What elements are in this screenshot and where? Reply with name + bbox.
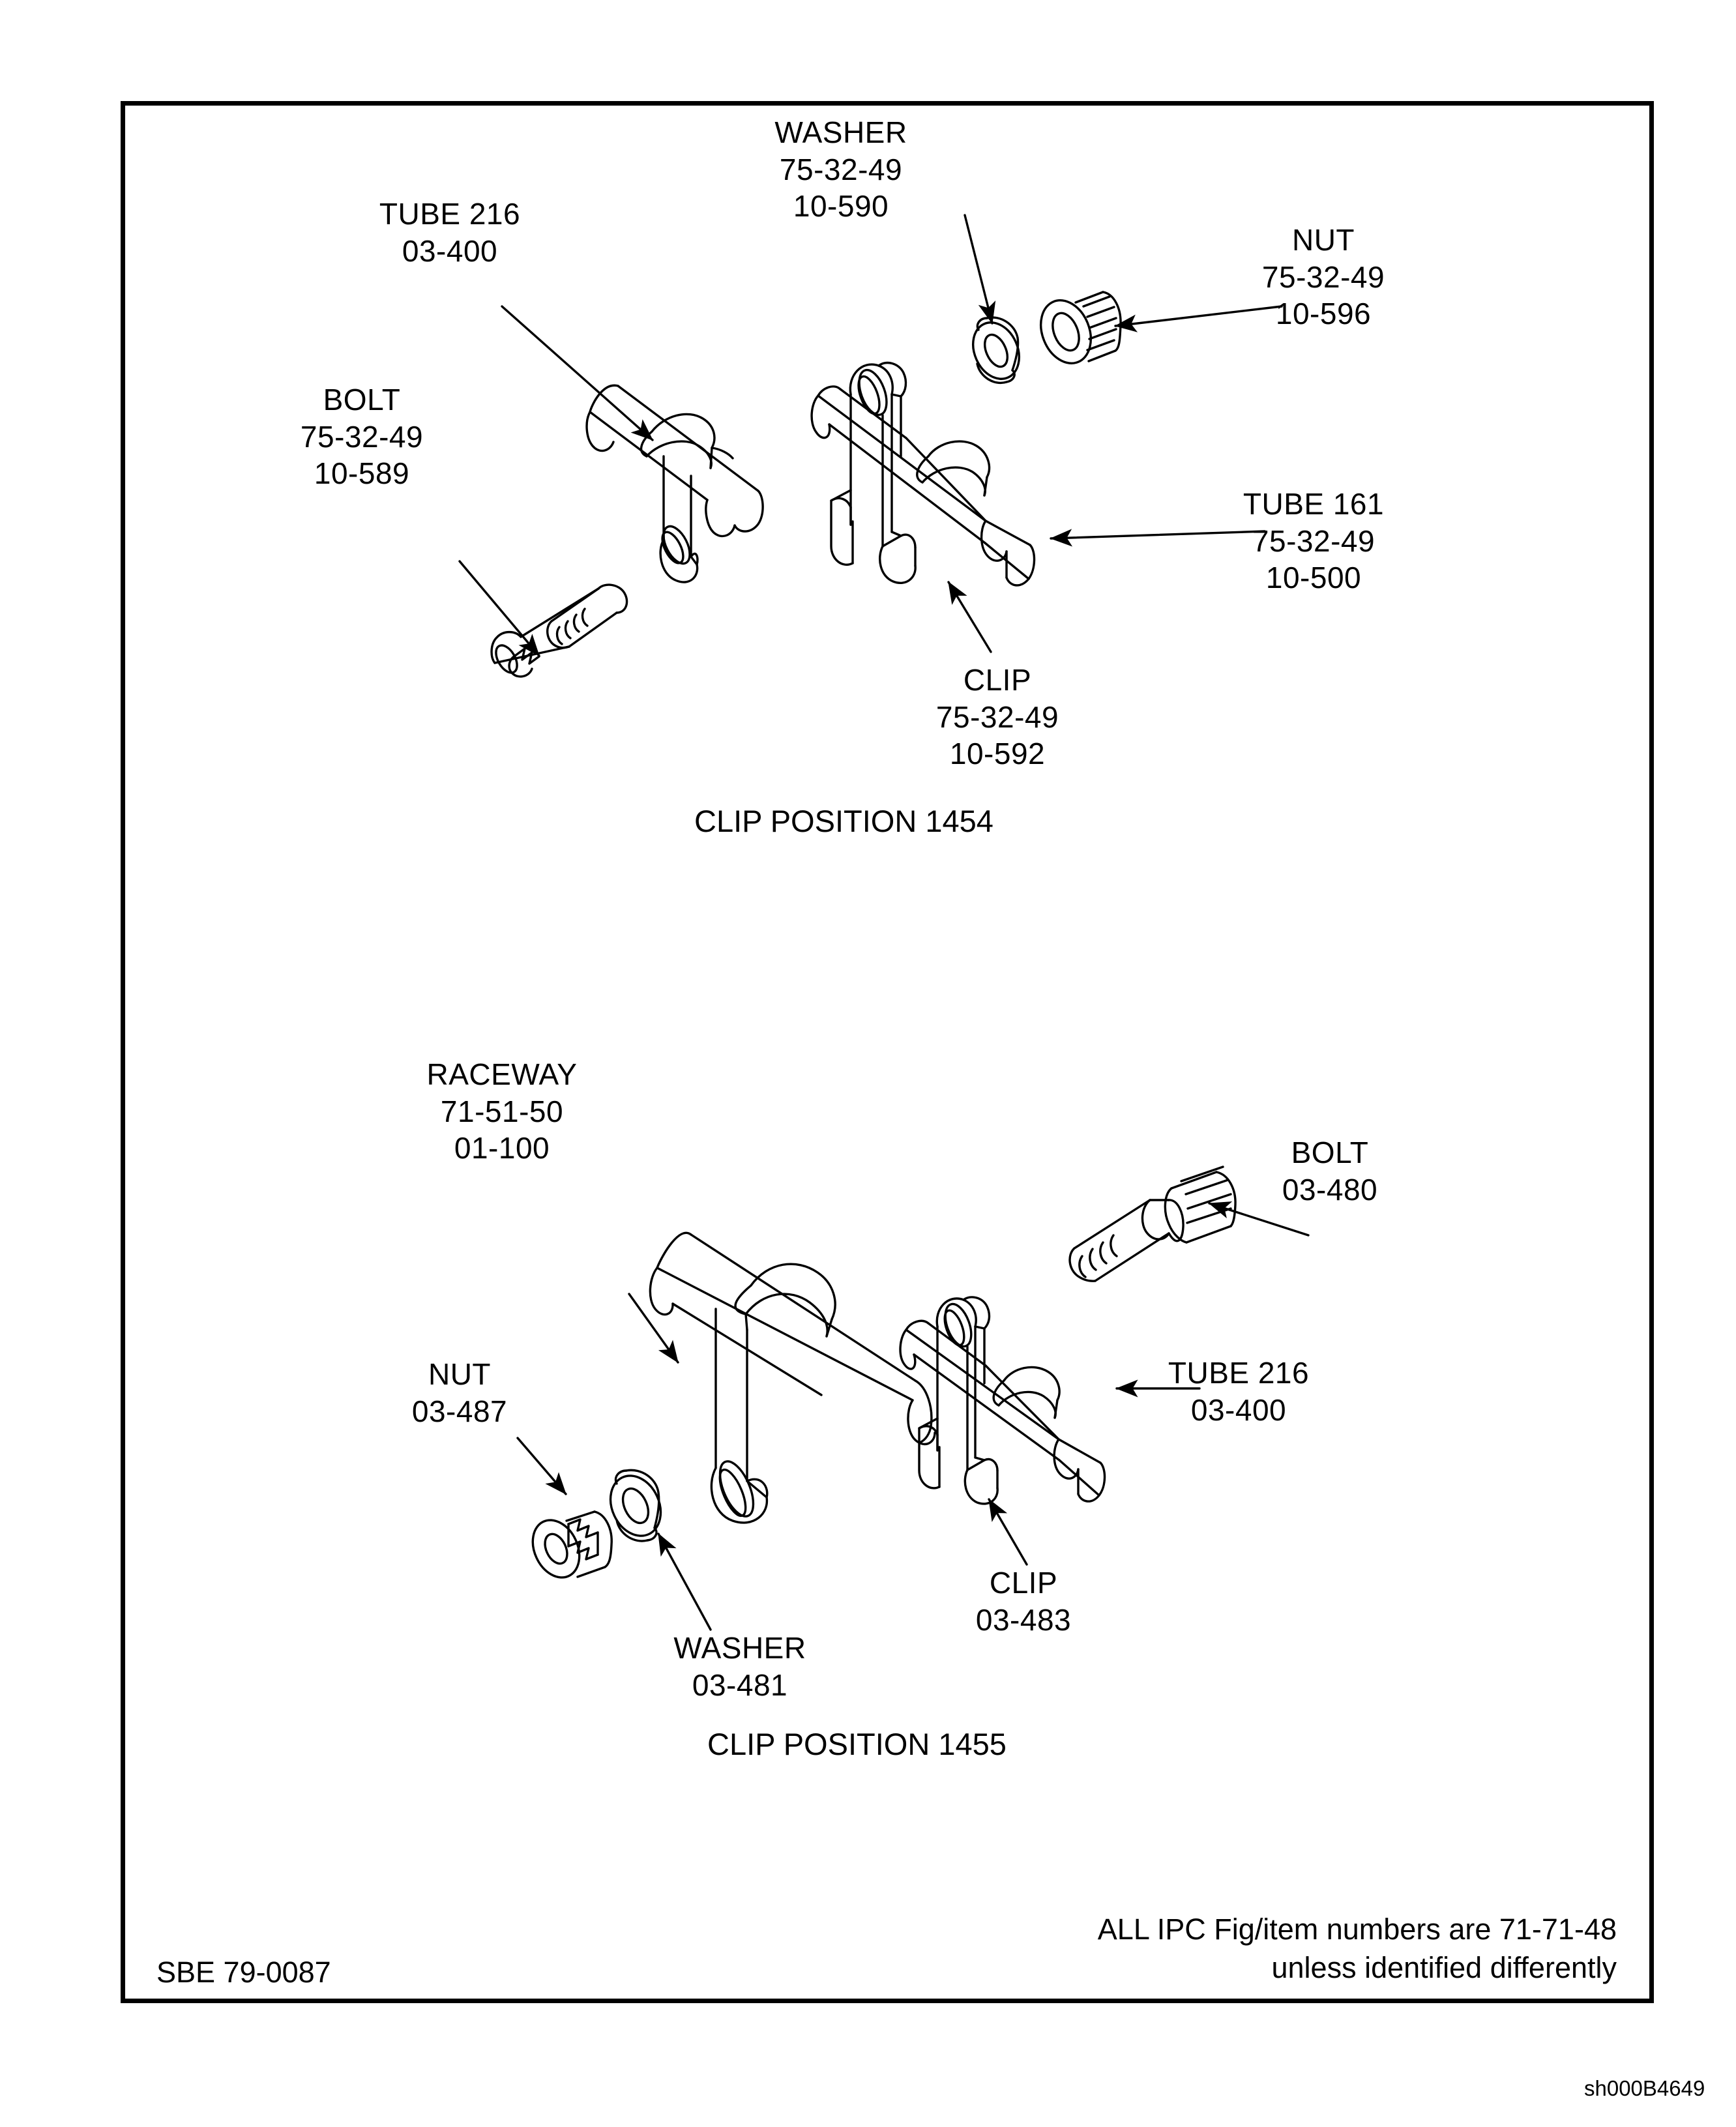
callout-washer-03-481: WASHER 03-481 (610, 1630, 870, 1703)
callout-line-3: 10-596 (1275, 297, 1372, 331)
callout-line-2: 03-481 (692, 1667, 788, 1702)
callout-tube-216: TUBE 216 03-400 (319, 196, 580, 269)
callout-line-1: TUBE 161 (1243, 487, 1385, 521)
callout-line-1: WASHER (774, 115, 907, 149)
callout-line-3: 10-500 (1265, 561, 1362, 595)
callout-nut-10-596: NUT 75-32-49 10-596 (1193, 222, 1454, 332)
callout-line-2: 03-487 (411, 1394, 508, 1428)
callout-line-2: 75-32-49 (1252, 523, 1376, 558)
callout-tube-161: TUBE 161 75-32-49 10-500 (1173, 486, 1454, 596)
callout-line-1: TUBE 216 (1168, 1356, 1310, 1390)
callout-line-2: 75-32-49 (935, 699, 1059, 734)
document-id: sh000B4649 (1584, 2076, 1705, 2100)
callout-washer-10-590: WASHER 75-32-49 10-590 (711, 114, 971, 225)
callout-line-2: 75-32-49 (779, 152, 903, 186)
callout-line-2: 03-400 (402, 233, 498, 268)
callout-raceway: RACEWAY 71-51-50 01-100 (352, 1056, 652, 1167)
callout-line-1: TUBE 216 (379, 197, 521, 231)
callout-clip-10-592: CLIP 75-32-49 10-592 (867, 662, 1128, 772)
callout-line-1: BOLT (323, 383, 401, 417)
callout-line-1: BOLT (1291, 1136, 1369, 1169)
callout-line-3: 10-592 (949, 737, 1046, 771)
callout-line-2: 75-32-49 (1261, 259, 1385, 294)
callout-tube-216-lower: TUBE 216 03-400 (1095, 1355, 1382, 1428)
callout-line-2: 03-400 (1190, 1392, 1287, 1427)
callout-line-1: WASHER (673, 1631, 806, 1665)
callout-line-3: 01-100 (454, 1131, 550, 1166)
callout-line-1: CLIP (963, 663, 1032, 697)
ipc-footnote-line-1: ALL IPC Fig/item numbers are 71-71-48 (1097, 1913, 1617, 1946)
callout-clip-03-483: CLIP 03-483 (913, 1564, 1134, 1638)
callout-line-2: 03-483 (975, 1602, 1072, 1637)
callout-line-1: NUT (1291, 223, 1355, 257)
ipc-footnote-line-2: unless identified differently (1271, 1951, 1617, 1985)
callout-bolt-10-589: BOLT 75-32-49 10-589 (231, 381, 492, 492)
callout-line-1: NUT (428, 1357, 492, 1391)
figure-caption-1454: CLIP POSITION 1454 (694, 804, 993, 838)
callout-line-3: 10-590 (793, 189, 889, 224)
sbe-number: SBE 79-0087 (156, 1956, 331, 1989)
callout-line-2: 03-480 (1282, 1172, 1378, 1207)
callout-bolt-03-480: BOLT 03-480 (1199, 1134, 1460, 1208)
callout-line-2: 75-32-49 (300, 419, 424, 454)
ipc-footnote: ALL IPC Fig/item numbers are 71-71-48 un… (769, 1910, 1617, 1988)
callout-line-2: 71-51-50 (440, 1094, 564, 1128)
callout-line-3: 10-589 (314, 456, 410, 491)
callout-nut-03-487: NUT 03-487 (355, 1356, 564, 1430)
callout-line-1: CLIP (989, 1566, 1058, 1600)
callout-line-1: RACEWAY (426, 1057, 578, 1091)
figure-caption-1455: CLIP POSITION 1455 (707, 1727, 1007, 1761)
